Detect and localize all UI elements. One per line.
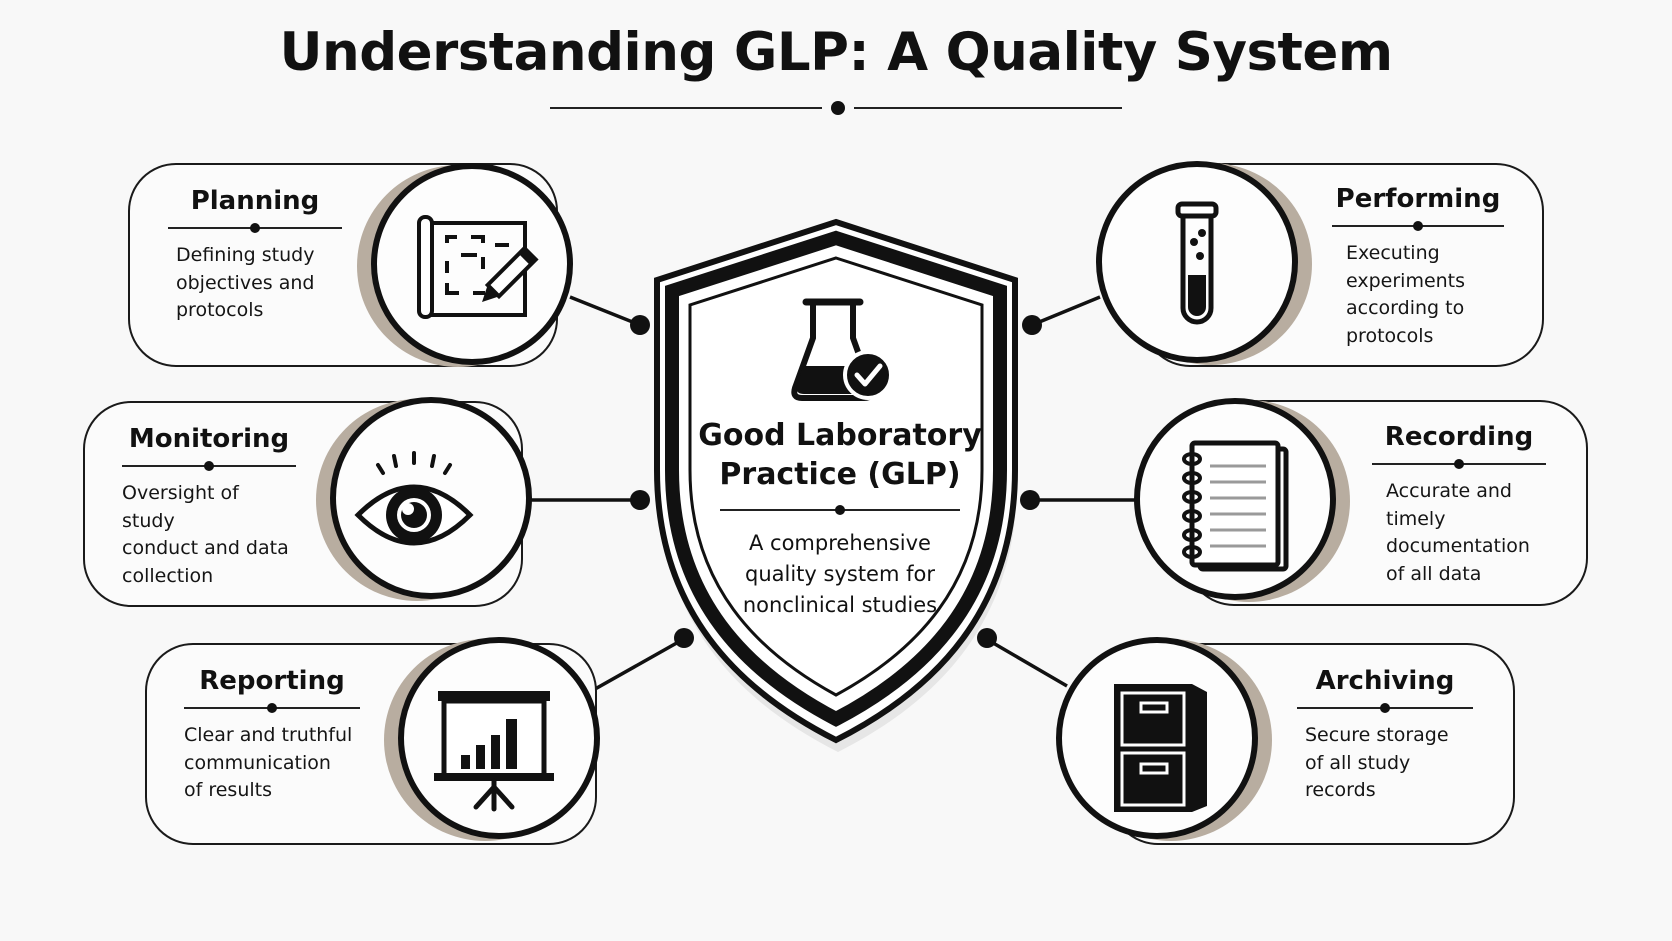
performing-title: Performing: [1335, 184, 1501, 214]
recording-description: Accurate and timely documentation of all…: [1386, 480, 1530, 585]
reporting-description: Clear and truthful communication of resu…: [184, 724, 353, 801]
presentation-chart-icon: [398, 637, 600, 839]
page-title: Understanding GLP: A Quality System: [279, 22, 1393, 83]
recording-divider: [1372, 458, 1546, 470]
notebook-icon: [1134, 398, 1336, 600]
center-description: A comprehensive quality system for noncl…: [742, 531, 938, 617]
monitoring-divider: [122, 460, 296, 472]
performing-divider: [1332, 220, 1504, 232]
planning-text: Planning Defining study objectives and p…: [168, 186, 342, 325]
monitoring-description: Oversight of study conduct and data coll…: [122, 482, 289, 587]
reporting-text: Reporting Clear and truthful communicati…: [184, 666, 360, 805]
planning-title: Planning: [190, 186, 320, 216]
reporting-title: Reporting: [199, 666, 345, 696]
center-title: Good Laboratory Practice (GLP): [698, 418, 982, 492]
archiving-divider: [1297, 702, 1473, 714]
eye-icon: [330, 397, 532, 599]
monitoring-text: Monitoring Oversight of study conduct an…: [122, 424, 296, 590]
performing-description: Executing experiments according to proto…: [1346, 242, 1466, 347]
center-divider: [720, 504, 960, 516]
archiving-text: Archiving Secure storage of all study re…: [1297, 666, 1473, 805]
filing-cabinet-icon: [1056, 637, 1258, 839]
reporting-divider: [184, 702, 360, 714]
recording-title: Recording: [1384, 422, 1534, 452]
glp-center-text: Good Laboratory Practice (GLP) A compreh…: [676, 416, 1004, 621]
planning-divider: [168, 222, 342, 234]
archiving-title: Archiving: [1315, 666, 1455, 696]
blueprint-pencil-icon: [371, 163, 573, 365]
test-tube-icon: [1096, 161, 1298, 363]
flask-check-icon: [791, 298, 893, 401]
planning-description: Defining study objectives and protocols: [176, 244, 315, 321]
monitoring-title: Monitoring: [128, 424, 290, 454]
archiving-description: Secure storage of all study records: [1305, 724, 1449, 801]
performing-text: Performing Executing experiments accordi…: [1332, 184, 1504, 350]
recording-text: Recording Accurate and timely documentat…: [1372, 422, 1546, 588]
